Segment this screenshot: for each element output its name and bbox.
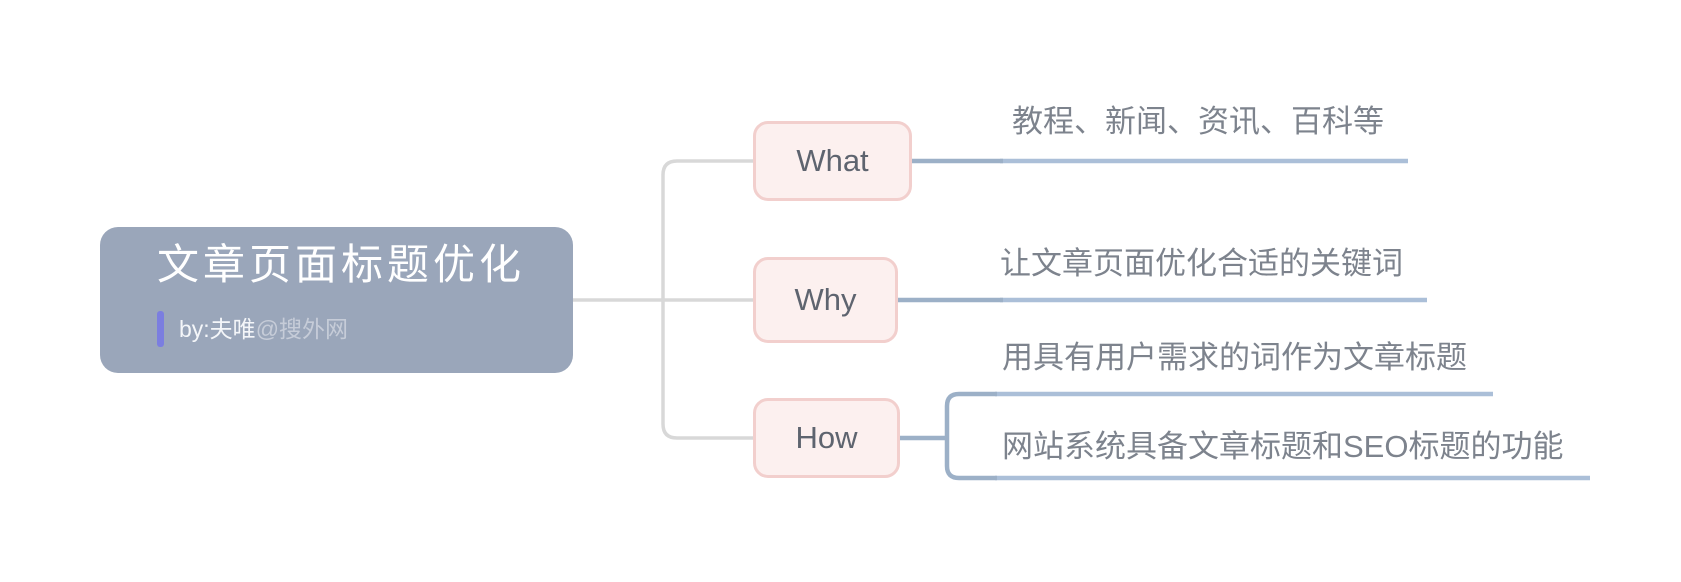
root-topic-node[interactable]: 文章页面标题优化 by:夫唯@搜外网 bbox=[100, 227, 573, 373]
leaf-topic-why-1[interactable]: 让文章页面优化合适的关键词 bbox=[1000, 246, 1403, 281]
topic-node-why[interactable]: Why bbox=[753, 257, 898, 343]
topic-label-why: Why bbox=[794, 282, 857, 317]
topic-node-how[interactable]: How bbox=[753, 398, 900, 478]
topic-label-how: How bbox=[795, 420, 858, 455]
byline-text: by:夫唯@搜外网 bbox=[179, 311, 348, 347]
leaf-topic-how-1[interactable]: 用具有用户需求的词作为文章标题 bbox=[1002, 340, 1467, 375]
byline-accent-bar bbox=[157, 311, 164, 347]
leaf-underline-lines bbox=[995, 158, 1590, 481]
byline-site: @搜外网 bbox=[255, 316, 349, 342]
topic-label-what: What bbox=[796, 143, 869, 178]
connector-root-to-branches bbox=[573, 159, 753, 440]
byline-author: by:夫唯 bbox=[179, 316, 256, 342]
leaf-topic-what-1[interactable]: 教程、新闻、资讯、百科等 bbox=[1012, 104, 1384, 139]
topic-node-what[interactable]: What bbox=[753, 121, 912, 201]
root-topic-title: 文章页面标题优化 bbox=[157, 241, 526, 288]
leaf-topic-how-2[interactable]: 网站系统具备文章标题和SEO标题的功能 bbox=[1002, 429, 1564, 464]
branch-stub-and-bracket-lines bbox=[896, 158, 1003, 481]
byline: by:夫唯@搜外网 bbox=[157, 311, 348, 347]
